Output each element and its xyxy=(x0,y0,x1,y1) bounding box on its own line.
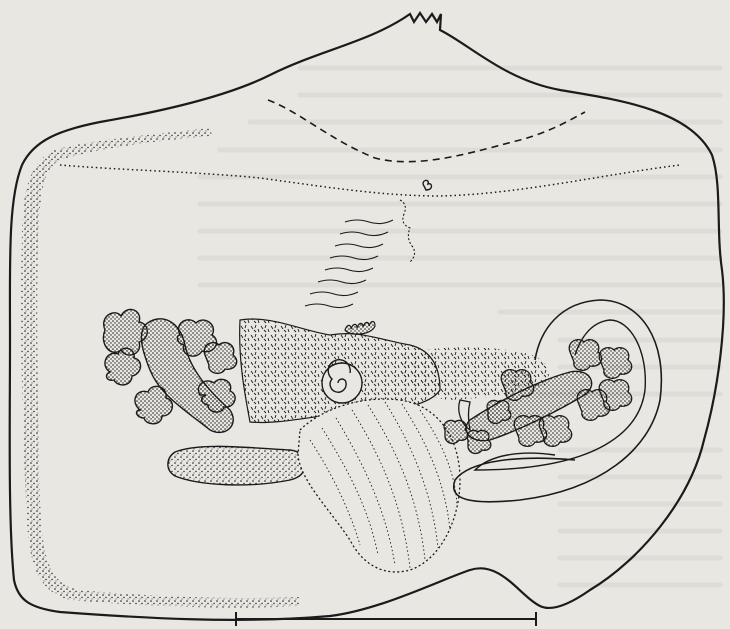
gill-filaments xyxy=(305,200,415,308)
scale-bar xyxy=(236,612,536,626)
striated-organ xyxy=(298,399,460,572)
elongated-lobe-left xyxy=(168,446,306,485)
pore-symbol xyxy=(423,180,431,190)
crenellated-structure xyxy=(345,322,375,335)
dotted-line xyxy=(60,165,680,196)
